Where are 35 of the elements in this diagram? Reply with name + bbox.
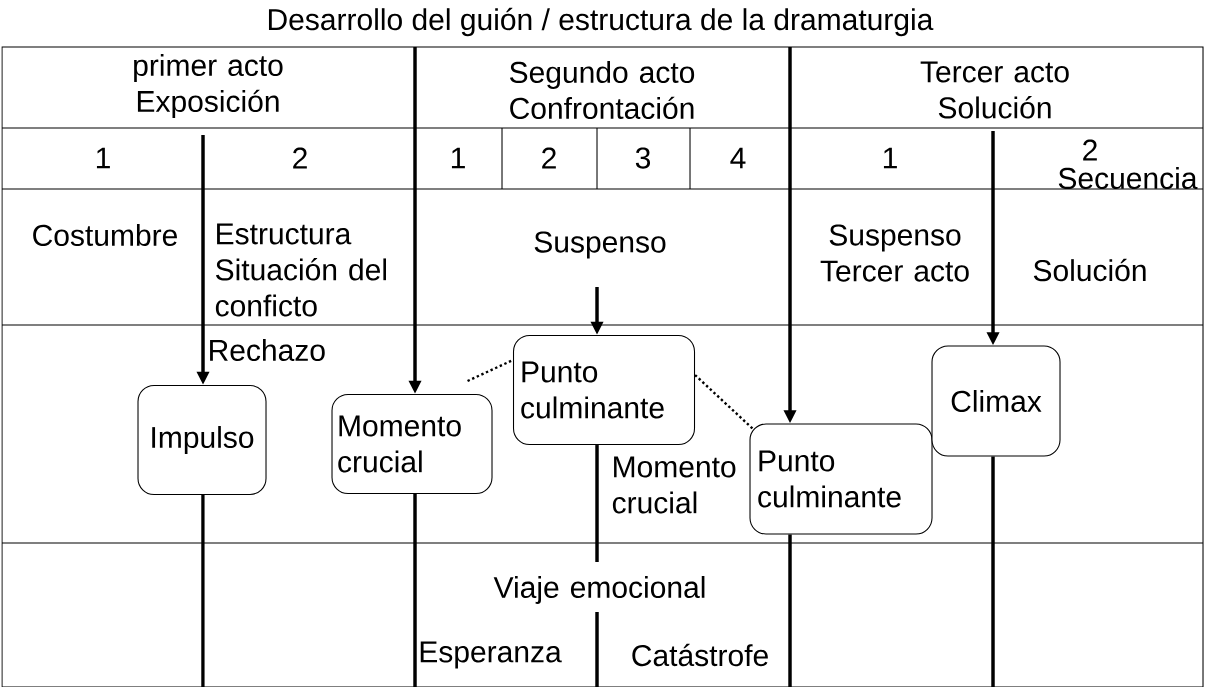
sequence-number: 2	[293, 147, 307, 169]
annotation: Rechazo	[210, 339, 325, 361]
cell-text: Suspenso	[534, 231, 666, 259]
sequence-number: 1	[451, 147, 465, 169]
rounded-box: Momento crucial	[331, 393, 493, 495]
dotted-line	[467, 358, 514, 383]
sequence-number: 4	[730, 147, 746, 169]
line	[413, 494, 417, 687]
rounded-box: Impulso	[137, 384, 267, 496]
row-label: Secuencia	[1058, 167, 1198, 189]
line	[201, 495, 205, 687]
annotation: Viaje emocional	[493, 576, 705, 604]
sequence-number: 2	[1083, 139, 1097, 161]
annotation: Momento crucial	[612, 456, 736, 514]
sequence-number: 1	[883, 147, 897, 169]
cell-text: Estructura Situación del conficto	[215, 223, 386, 317]
annotation: Esperanza	[420, 641, 562, 669]
annotation: Catástrofe	[632, 643, 768, 667]
act-heading: Tercer acto Solución	[920, 61, 1069, 119]
cell-text: Suspenso Tercer acto	[820, 224, 969, 282]
line	[595, 445, 599, 562]
act-heading: primer acto Exposición	[134, 54, 283, 118]
rounded-box: Climax	[931, 345, 1061, 457]
sequence-number: 1	[96, 147, 110, 169]
line	[991, 456, 995, 687]
rounded-box: Punto culminante	[512, 334, 696, 446]
act-heading: Segundo acto Confrontación	[509, 61, 695, 119]
title: Desarrollo del guión / estructura de la dramaturgia	[268, 7, 934, 37]
dotted-line	[694, 374, 754, 430]
sequence-number: 3	[635, 147, 651, 169]
rounded-box: Punto culminante	[749, 423, 933, 535]
cell-text: Costumbre	[33, 224, 177, 246]
sequence-number: 2	[542, 147, 556, 169]
line	[788, 534, 792, 687]
cell-text: Solución	[1033, 258, 1146, 282]
